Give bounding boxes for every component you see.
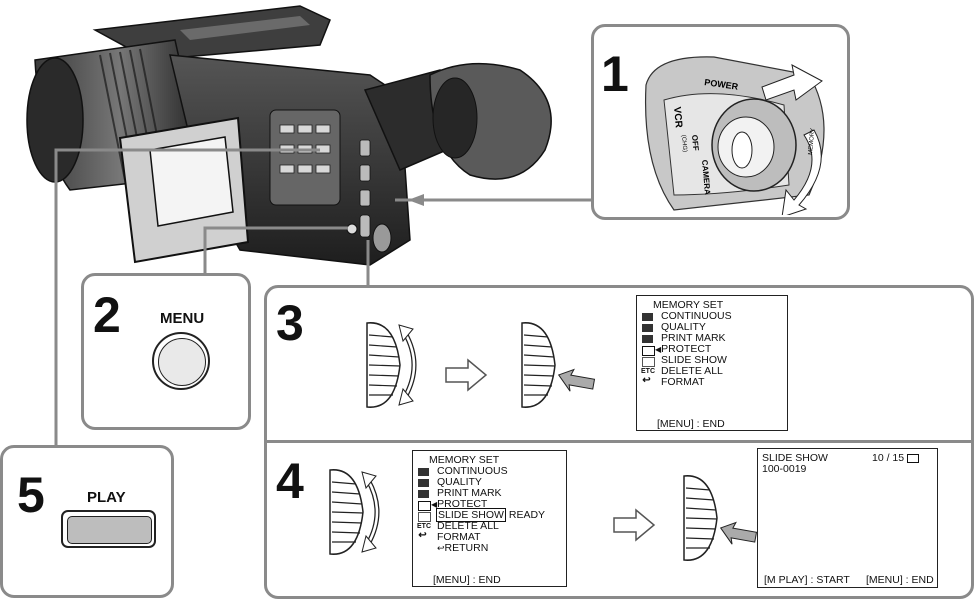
- step-3-dial-press-illustration: [521, 322, 596, 408]
- menu-item-print-mark[interactable]: PRINT MARK: [437, 487, 502, 499]
- step-divider: [267, 440, 971, 443]
- step-5-number: 5: [17, 467, 45, 523]
- menu-item-delete-all[interactable]: DELETE ALL: [661, 365, 723, 377]
- slide-show-icon: [418, 512, 431, 522]
- etc-icon: ETC: [417, 523, 431, 530]
- menu-item-protect-label: PROTECT: [437, 498, 488, 510]
- selection-pointer-icon: ◀: [431, 500, 438, 509]
- step-3-dial-turn-illustration: [366, 322, 417, 408]
- dial-label-memory: MEMORY: [808, 128, 816, 155]
- menu-item-continuous[interactable]: CONTINUOUS: [661, 310, 732, 322]
- image-counter: 10 / 15: [872, 452, 920, 464]
- file-number: 100-0019: [762, 463, 807, 475]
- step-4-arrow: [613, 508, 656, 542]
- menu-item-print-mark[interactable]: PRINT MARK: [661, 332, 726, 344]
- menu-item-protect[interactable]: ◀PROTECT: [431, 498, 488, 510]
- menu-item-quality[interactable]: QUALITY: [661, 321, 706, 333]
- dial-label-off: OFF: [690, 134, 700, 151]
- step-3-menu-screen: MEMORY SET CONTINUOUS QUALITY PRINT MARK…: [636, 295, 788, 431]
- step-2-panel: 2 MENU: [81, 273, 251, 430]
- menu-item-protect-label: PROTECT: [661, 343, 712, 355]
- step-3-number: 3: [276, 295, 304, 351]
- return-icon: ↩: [437, 543, 445, 553]
- menu-item-continuous[interactable]: CONTINUOUS: [437, 465, 508, 477]
- slide-show-title: SLIDE SHOW: [762, 452, 828, 464]
- image-counter-text: 10 / 15: [872, 452, 905, 464]
- return-arrow-icon: ↩: [642, 375, 651, 386]
- quality-icon: [642, 324, 653, 332]
- menu-item-protect[interactable]: ◀PROTECT: [655, 343, 712, 355]
- menu-button-label: MENU: [160, 310, 205, 327]
- step-3-arrow: [445, 358, 488, 392]
- slide-show-screen: SLIDE SHOW 10 / 15 100-0019 [M PLAY] : S…: [757, 448, 938, 588]
- menu-item-format[interactable]: FORMAT: [437, 531, 481, 543]
- continuous-icon: [642, 313, 653, 321]
- menu-footer: [MENU] : END: [433, 574, 501, 586]
- dial-label-chg: (CHG): [680, 135, 687, 153]
- play-button-label: PLAY: [87, 489, 126, 506]
- memory-card-icon: [907, 453, 920, 463]
- menu-title: MEMORY SET: [653, 299, 724, 311]
- menu-item-format[interactable]: FORMAT: [661, 376, 705, 388]
- end-hint: [MENU] : END: [866, 574, 934, 586]
- protect-icon: [642, 346, 655, 356]
- slide-show-status: READY: [508, 509, 546, 521]
- continuous-icon: [418, 468, 429, 476]
- print-mark-icon: [418, 490, 429, 498]
- menu-item-slide-show[interactable]: SLIDE SHOW READY: [436, 508, 546, 522]
- menu-item-slide-show[interactable]: SLIDE SHOW: [661, 354, 727, 366]
- step-4-dial-turn-illustration: [329, 469, 380, 555]
- return-arrow-icon: ↩: [418, 530, 427, 541]
- selection-pointer-icon: ◀: [655, 345, 662, 354]
- dial-label-vcr: VCR: [671, 106, 684, 129]
- protect-icon: [418, 501, 431, 511]
- slide-show-selected-label: SLIDE SHOW: [436, 508, 506, 522]
- dial-label-camera: CAMERA: [700, 159, 712, 195]
- play-button[interactable]: [61, 510, 156, 548]
- menu-footer: [MENU] : END: [657, 418, 725, 430]
- power-switch-illustration: POWER VCR OFF (CHG) CAMERA MEMORY: [644, 56, 825, 215]
- menu-item-return-label: RETURN: [444, 542, 489, 554]
- step-4-menu-screen: MEMORY SET CONTINUOUS QUALITY PRINT MARK…: [412, 450, 567, 587]
- print-mark-icon: [642, 335, 653, 343]
- menu-item-quality[interactable]: QUALITY: [437, 476, 482, 488]
- step-2-number: 2: [93, 287, 121, 343]
- etc-icon: ETC: [641, 368, 655, 375]
- step-5-panel: 5 PLAY: [0, 445, 174, 598]
- start-hint: [M PLAY] : START: [764, 574, 850, 586]
- step-4-number: 4: [276, 453, 304, 509]
- dial-label-power: POWER: [704, 77, 740, 92]
- step-4-dial-press-illustration: [683, 475, 758, 561]
- menu-item-delete-all[interactable]: DELETE ALL: [437, 520, 499, 532]
- slide-show-icon: [642, 357, 655, 367]
- menu-title: MEMORY SET: [429, 454, 500, 466]
- step-1-number: 1: [601, 46, 629, 102]
- menu-button[interactable]: [152, 332, 210, 390]
- menu-item-return[interactable]: ↩RETURN: [437, 542, 489, 554]
- step-1-panel: 1 POWER VCR OFF (CHG) CAMERA MEMORY: [591, 24, 850, 220]
- quality-icon: [418, 479, 429, 487]
